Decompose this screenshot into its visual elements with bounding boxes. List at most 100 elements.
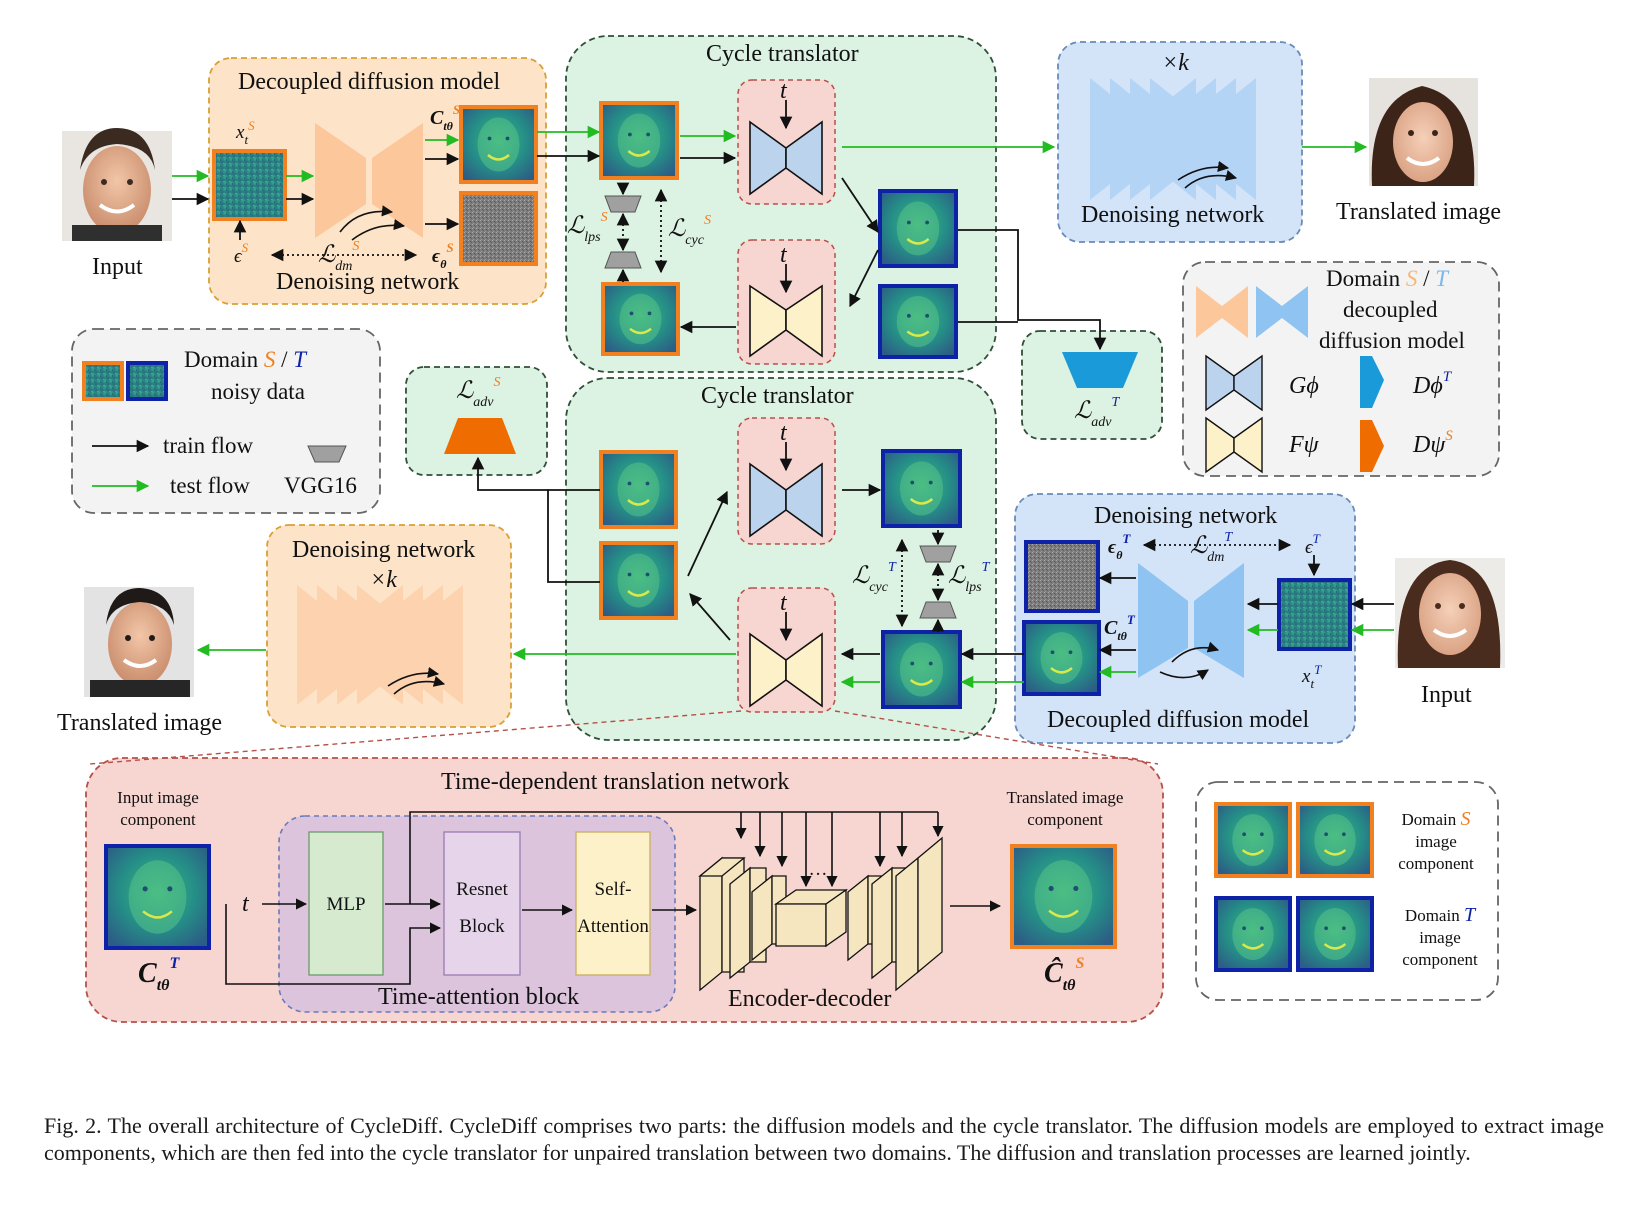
input-component-label-2: component bbox=[120, 810, 196, 829]
comp-legend-s-3: component bbox=[1398, 854, 1474, 873]
translated-component-label-1: Translated image bbox=[1007, 788, 1124, 807]
vgg-icon-top-2 bbox=[604, 251, 642, 269]
predicted-noise-s-top-image bbox=[459, 191, 538, 266]
times-k-label-top: ×k bbox=[1162, 50, 1189, 76]
t-label-1: t bbox=[780, 78, 788, 104]
resnet-label-2: Block bbox=[459, 916, 505, 937]
skip-connection-arrows bbox=[225, 811, 1002, 985]
comp-legend-s-1: Domain S bbox=[1401, 808, 1470, 830]
component-t-bottom-image bbox=[881, 630, 962, 709]
comp-legend-t-2: image bbox=[1419, 928, 1461, 947]
figure-caption: Fig. 2. The overall architecture of Cycl… bbox=[44, 1113, 1604, 1165]
d-psi-legend-text: DψS bbox=[1412, 428, 1453, 458]
component-c-t-image bbox=[1022, 620, 1101, 696]
vgg16-legend-icon bbox=[307, 445, 347, 463]
output-component-s-image bbox=[1010, 844, 1117, 949]
denoising-network-label-bottom: Denoising network bbox=[1094, 503, 1277, 529]
legend-noisy-t-image bbox=[126, 361, 168, 401]
ellipsis-label: ··· bbox=[809, 864, 828, 885]
t-label-3: t bbox=[780, 420, 788, 446]
f-psi-network-top bbox=[749, 284, 823, 358]
comp-legend-s-2: image bbox=[1415, 832, 1457, 851]
domain-model-legend-icons bbox=[1196, 286, 1308, 338]
resnet-block bbox=[443, 831, 521, 976]
self-attention-block bbox=[575, 831, 651, 976]
vgg-icon-bottom-2 bbox=[919, 601, 957, 619]
input-component-t-image bbox=[104, 844, 211, 950]
stacked-denoising-s-shape bbox=[297, 585, 463, 705]
encoder-decoder-label: Encoder-decoder bbox=[728, 986, 891, 1012]
denoising-network-s-shape bbox=[315, 123, 423, 241]
noisy-data-t-image bbox=[1277, 578, 1352, 651]
d-psi-legend-icon bbox=[1360, 420, 1384, 472]
d-phi-legend-icon bbox=[1360, 356, 1384, 408]
legend-comp-s-2-image bbox=[1296, 802, 1374, 878]
f-psi-legend-icon bbox=[1205, 416, 1263, 474]
legend-train-flow-text: train flow bbox=[163, 433, 253, 458]
t-label-5: t bbox=[242, 891, 250, 917]
input-label-top: Input bbox=[92, 254, 143, 280]
t-label-2: t bbox=[780, 242, 788, 268]
translated-t-bottom-image bbox=[881, 449, 962, 528]
legend-test-flow-text: test flow bbox=[170, 473, 250, 498]
encoder-decoder-shape bbox=[698, 836, 943, 992]
self-attention-label-2: Attention bbox=[577, 916, 649, 937]
denoising-network-k-label-bottom: Denoising network bbox=[292, 537, 475, 563]
times-k-label-bottom: ×k bbox=[370, 567, 397, 593]
self-attention-label-1: Self- bbox=[595, 879, 632, 900]
decoupled-model-label-bottom: Decoupled diffusion model bbox=[1047, 707, 1310, 733]
stacked-denoising-t-shape bbox=[1090, 78, 1256, 200]
input-face-t bbox=[1395, 558, 1505, 668]
legend-comp-t-1-image bbox=[1214, 896, 1292, 972]
time-dependent-network-label: Time-dependent translation network bbox=[441, 769, 789, 795]
cycle-translator-label-bottom: Cycle translator bbox=[701, 383, 854, 409]
component-s-to-disc-2-image bbox=[599, 541, 678, 620]
cycle-translator-label-top: Cycle translator bbox=[706, 41, 859, 67]
time-attention-block-label: Time-attention block bbox=[378, 984, 579, 1010]
legend-right-diffusion-text: diffusion model bbox=[1319, 328, 1465, 353]
legend-comp-s-1-image bbox=[1214, 802, 1292, 878]
legend-noisy-s-image bbox=[82, 361, 124, 401]
denoising-network-label-top: Denoising network bbox=[276, 269, 459, 295]
resnet-label-1: Resnet bbox=[456, 879, 508, 900]
comp-legend-t-1: Domain T bbox=[1405, 904, 1477, 926]
translated-face-s bbox=[84, 587, 194, 697]
noisy-data-s-top-image bbox=[212, 149, 287, 221]
translated-component-label-2: component bbox=[1027, 810, 1103, 829]
legend-comp-t-2-image bbox=[1296, 896, 1374, 972]
discriminator-t-icon bbox=[1062, 352, 1138, 388]
mlp-block bbox=[308, 831, 384, 976]
mlp-label: MLP bbox=[326, 894, 365, 915]
component-c-s-top-image bbox=[459, 105, 538, 184]
comp-legend-t-3: component bbox=[1402, 950, 1478, 969]
vgg-icon-top-1 bbox=[604, 195, 642, 213]
input-component-label-1: Input image bbox=[117, 788, 199, 807]
denoising-network-k-label-top: Denoising network bbox=[1081, 202, 1264, 228]
g-phi-legend-icon bbox=[1205, 354, 1263, 412]
discriminator-s-icon bbox=[444, 418, 516, 454]
legend-noisy-data-text: noisy data bbox=[211, 379, 305, 404]
g-phi-legend-text: Gϕ bbox=[1289, 373, 1319, 399]
g-phi-network-bottom bbox=[749, 462, 823, 538]
legend-right-domain-text: Domain S / T bbox=[1326, 266, 1450, 291]
translated-label-top: Translated image bbox=[1336, 199, 1501, 225]
f-psi-legend-text: Fψ bbox=[1288, 432, 1320, 458]
translated-t-top-image bbox=[878, 189, 958, 268]
decoupled-model-label-top: Decoupled diffusion model bbox=[238, 69, 501, 95]
reconstructed-s-top-image bbox=[601, 282, 680, 356]
component-s-to-disc-1-image bbox=[599, 450, 678, 529]
component-t-to-disc-image bbox=[878, 284, 958, 359]
vgg-icon-bottom-1 bbox=[919, 545, 957, 563]
component-s-cycle-top-image bbox=[599, 101, 679, 180]
input-face-s bbox=[62, 128, 172, 241]
f-psi-network-bottom bbox=[749, 632, 823, 708]
legend-vgg16-text: VGG16 bbox=[284, 473, 357, 498]
t-label-4: t bbox=[780, 590, 788, 616]
denoising-network-t-shape bbox=[1138, 563, 1244, 681]
g-phi-network-top bbox=[749, 120, 823, 196]
legend-domain-text: Domain S / T bbox=[184, 347, 308, 372]
predicted-noise-t-image bbox=[1024, 540, 1100, 613]
legend-right-decoupled-text: decoupled bbox=[1343, 297, 1438, 322]
flow-arrows bbox=[172, 100, 1394, 689]
